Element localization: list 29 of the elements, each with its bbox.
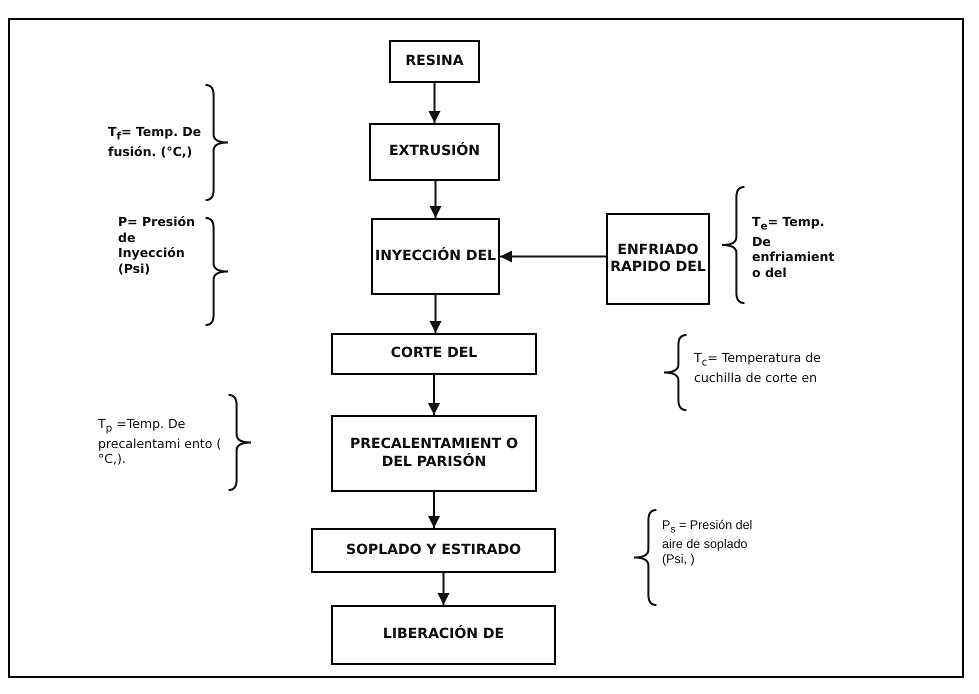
process-box <box>371 218 500 295</box>
arrow <box>428 375 440 415</box>
annotation-text: T$_{f}$= Temp. De fusión. (°C,) <box>108 124 202 160</box>
step-label: EXTRUSIÓN <box>389 143 480 161</box>
annotation-text: P$_{s}$ = Presión del aire de soplado (Psi, ) <box>662 518 754 568</box>
annotation-text: T$_{e}$= Temp. De enfriamient o del <box>752 214 836 280</box>
annotation-text: P= Presión de Inyección (Psi) <box>118 214 196 276</box>
arrow <box>428 492 440 528</box>
process-box <box>331 333 537 375</box>
process-box <box>331 415 537 492</box>
arrow <box>430 181 442 218</box>
step-label: CORTE DEL <box>390 345 478 363</box>
step-label: RESINA <box>405 52 464 70</box>
arrow <box>438 573 450 605</box>
annotation-text: T$_{p}$ =Temp. De precalentami ento ( °C,). <box>98 416 222 467</box>
process-box <box>369 123 500 181</box>
step-label: PRECALENTAMIENT O DEL PARISÓN <box>349 436 519 471</box>
process-box <box>389 40 480 83</box>
process-box <box>606 213 710 305</box>
step-label: INYECCIÓN DEL <box>375 248 496 266</box>
arrow <box>430 295 442 333</box>
process-box <box>331 605 556 665</box>
step-label: ENFRIADO RAPIDO DEL <box>609 242 707 276</box>
arrow <box>500 250 606 262</box>
annotation-text: T$_{c}$= Temperatura de cuchilla de corte en <box>694 350 822 386</box>
step-label: LIBERACIÓN DE <box>382 626 504 644</box>
arrow <box>428 83 440 123</box>
process-box <box>311 528 556 573</box>
step-label: SOPLADO Y ESTIRADO <box>346 542 521 560</box>
